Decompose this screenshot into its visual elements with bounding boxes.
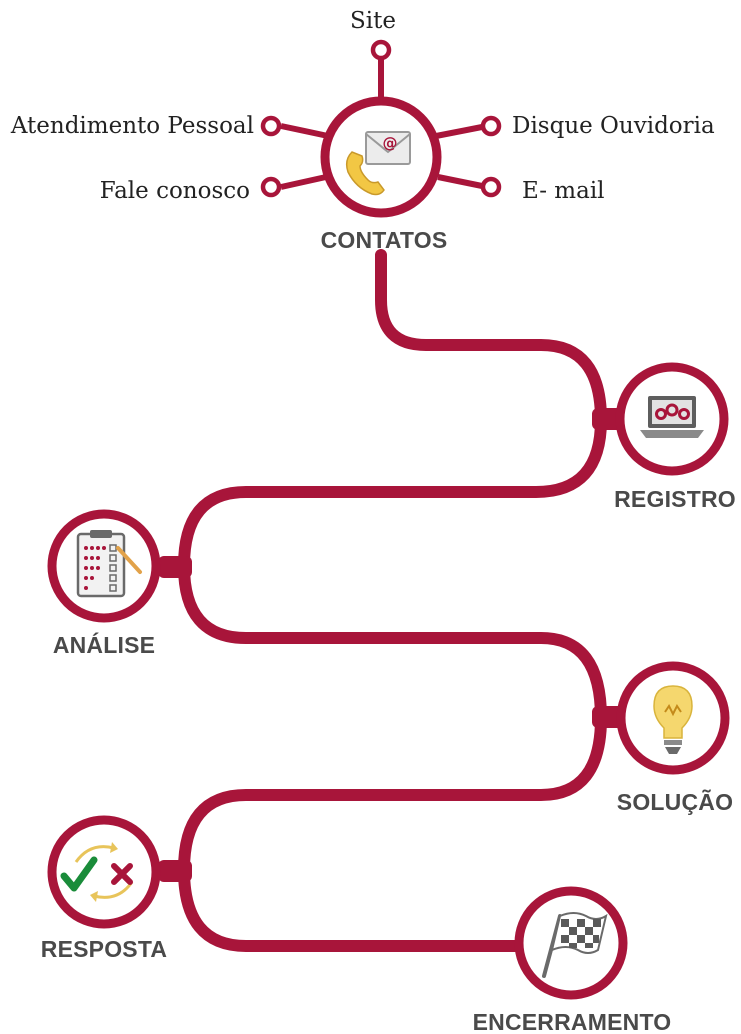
email-node xyxy=(480,176,502,198)
encerramento-node xyxy=(514,886,628,1000)
channel-email-label: E- mail xyxy=(522,178,605,204)
solucao-node xyxy=(616,661,730,775)
fale-node xyxy=(260,176,282,198)
step-label-registro: REGISTRO xyxy=(614,486,736,512)
channel-nodes xyxy=(260,39,502,198)
channel-disque-label: Disque Ouvidoria xyxy=(512,113,715,139)
site-node xyxy=(370,39,392,61)
junction-resposta xyxy=(158,860,192,882)
contatos-node: @ xyxy=(320,96,442,218)
laptop-gears-icon xyxy=(640,396,704,438)
channel-fale-label: Fale conosco xyxy=(100,178,250,204)
svg-text:@: @ xyxy=(383,134,398,152)
lightbulb-icon xyxy=(653,685,693,754)
clipboard-checklist-icon xyxy=(76,530,142,598)
resposta-node xyxy=(47,815,161,929)
step-label-solucao: SOLUÇÃO xyxy=(617,788,733,815)
analise-node xyxy=(47,509,161,623)
step-label-analise: ANÁLISE xyxy=(53,631,155,658)
atendimento-node xyxy=(260,115,282,137)
checkered-flag-icon xyxy=(542,912,608,978)
step-label-resposta: RESPOSTA xyxy=(41,936,167,962)
disque-node xyxy=(480,115,502,137)
channel-connectors xyxy=(280,58,488,190)
step-label-encerramento: ENCERRAMENTO xyxy=(473,1009,672,1034)
junction-analise xyxy=(158,556,192,578)
phone-envelope-icon: @ xyxy=(345,131,411,196)
step-label-contatos: CONTATOS xyxy=(321,227,448,253)
registro-node xyxy=(615,362,729,476)
channel-atendimento-label: Atendimento Pessoal xyxy=(10,113,254,139)
flow-path xyxy=(177,249,608,952)
channel-site-label: Site xyxy=(350,8,396,34)
check-cross-cycle-icon xyxy=(60,842,134,902)
